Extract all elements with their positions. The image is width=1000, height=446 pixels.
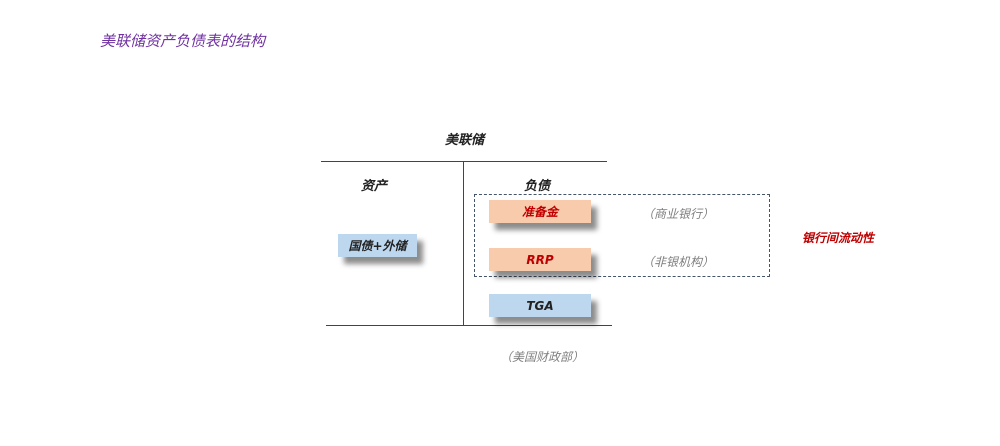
note-treasury: （美国财政部）	[500, 350, 585, 364]
liability-reserves: 准备金	[489, 200, 591, 223]
asset-treasuries-reserves: 国债+外储	[338, 234, 417, 257]
top-rule	[321, 161, 607, 162]
bottom-rule	[326, 325, 612, 326]
liabilities-header: 负债	[524, 179, 551, 194]
interbank-liquidity-group	[474, 194, 770, 277]
interbank-liquidity-label: 银行间流动性	[802, 231, 875, 245]
liability-tga: TGA	[489, 294, 591, 317]
assets-header: 资产	[361, 179, 388, 194]
liability-rrp: RRP	[489, 248, 591, 271]
page-title: 美联储资产负债表的结构	[100, 32, 266, 50]
note-nonbank: （非银机构）	[642, 255, 715, 269]
note-commercial-banks: （商业银行）	[642, 207, 715, 221]
fed-label: 美联储	[445, 133, 485, 148]
center-divider	[463, 161, 464, 326]
